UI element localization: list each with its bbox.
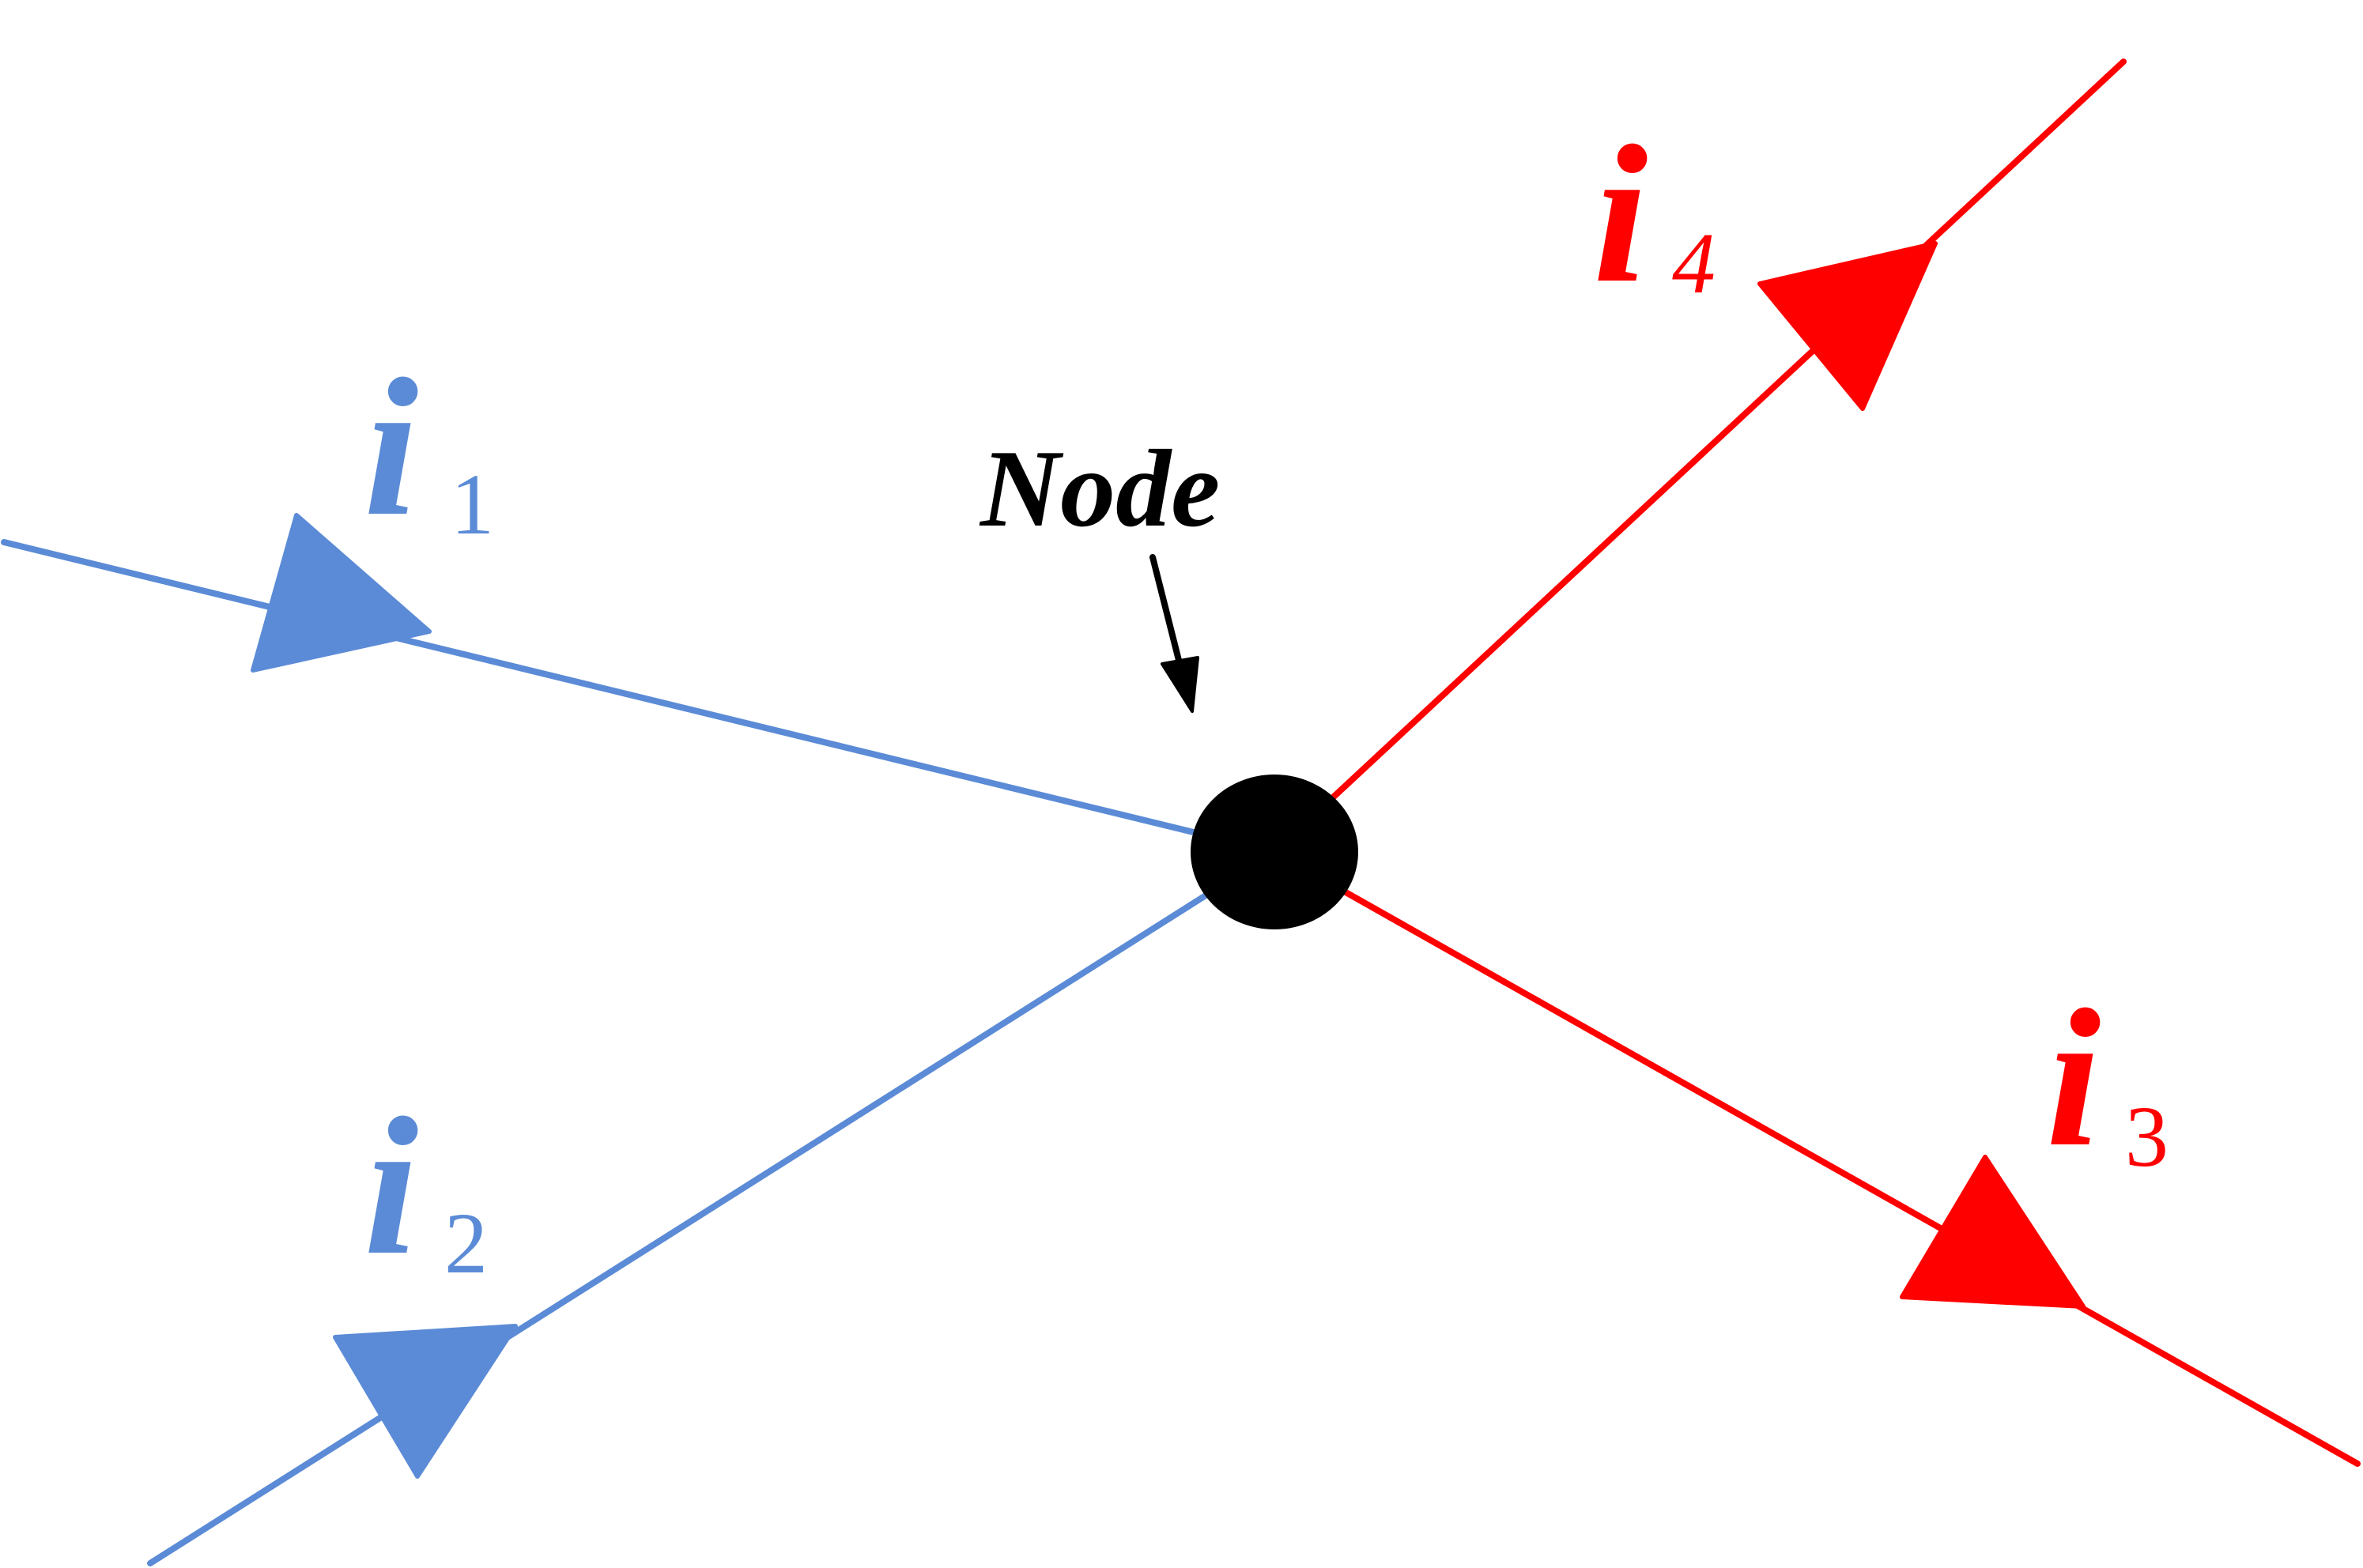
current-label-i3: i 3 — [2046, 969, 2169, 1188]
current-symbol-i1: i — [364, 338, 418, 557]
current-subscript-i3: 3 — [2125, 1088, 2169, 1185]
current-subscript-i4: 4 — [1672, 215, 1716, 311]
branch-i1-wire — [1, 539, 1278, 855]
current-label-i1: i 1 — [364, 338, 494, 557]
node-pointer-arrowhead — [1161, 656, 1199, 713]
branch-i3-wire — [1271, 849, 2361, 1467]
current-symbol-i2: i — [364, 1077, 418, 1296]
node-label: Node — [979, 428, 1220, 550]
current-label-i4: i 4 — [1593, 105, 1716, 324]
current-symbol-i3: i — [2046, 969, 2101, 1188]
current-symbol-i4: i — [1593, 105, 1648, 324]
current-subscript-i1: 1 — [451, 456, 494, 552]
node-dot — [1191, 775, 1358, 929]
node-pointer-line — [1149, 554, 1186, 679]
current-subscript-i2: 2 — [444, 1195, 488, 1291]
branch-i1-arrow — [251, 513, 432, 673]
branch-i2-wire — [147, 849, 1278, 1566]
branch-i4-wire — [1271, 58, 2127, 855]
branch-i3-arrow — [1900, 1155, 2086, 1309]
branch-i2-arrow — [333, 1324, 518, 1479]
current-label-i2: i 2 — [364, 1077, 488, 1296]
branch-i4-arrow — [1757, 241, 1938, 411]
